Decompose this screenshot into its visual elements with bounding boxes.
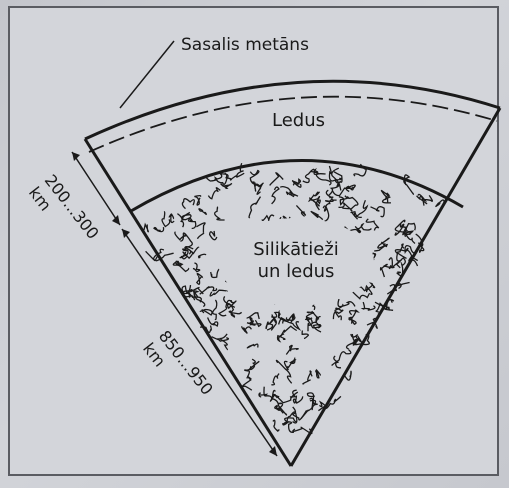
rock-squiggle bbox=[272, 187, 279, 204]
rock-squiggle bbox=[296, 205, 305, 216]
frozen-methane-label: Sasalis metāns bbox=[181, 35, 309, 55]
silicates-label-line1: Silikātieži bbox=[253, 239, 338, 260]
crust-arrow-top bbox=[72, 152, 80, 161]
rock-squiggle bbox=[366, 219, 379, 231]
rock-squiggle bbox=[215, 207, 225, 220]
rock-squiggle bbox=[378, 238, 389, 248]
rock-squiggle bbox=[302, 331, 308, 339]
rock-squiggle bbox=[286, 345, 298, 354]
rock-squiggle bbox=[270, 173, 283, 185]
rock-squiggle bbox=[404, 175, 414, 194]
rock-squiggle bbox=[397, 283, 409, 289]
rock-squiggle bbox=[293, 427, 312, 433]
rock-squiggle bbox=[197, 274, 202, 285]
silicates-label-line2: un ledus bbox=[258, 261, 335, 282]
rock-squiggle bbox=[265, 396, 287, 415]
rock-squiggle bbox=[162, 212, 170, 227]
rock-squiggle bbox=[189, 219, 196, 229]
rock-squiggle bbox=[406, 223, 416, 231]
rock-squiggle bbox=[280, 187, 298, 197]
rock-squiggle bbox=[325, 198, 336, 202]
rock-squiggle bbox=[250, 359, 259, 369]
rock-squiggle bbox=[193, 263, 199, 272]
core-arrow-bottom bbox=[269, 446, 277, 456]
rock-squiggle bbox=[221, 183, 232, 188]
rock-squiggle bbox=[273, 420, 279, 431]
core-arrow-top bbox=[122, 229, 130, 238]
rock-squiggle bbox=[363, 302, 375, 310]
rock-squiggle bbox=[293, 407, 307, 420]
rock-squiggle bbox=[271, 374, 279, 385]
rock-squiggle bbox=[311, 211, 323, 219]
rock-squiggle bbox=[247, 344, 258, 348]
rock-squiggle bbox=[269, 315, 276, 324]
methane-leader-line bbox=[120, 41, 174, 108]
rock-squiggle bbox=[194, 196, 200, 206]
rock-squiggle bbox=[281, 326, 297, 337]
rock-squiggle bbox=[173, 261, 182, 265]
rock-squiggle bbox=[154, 227, 164, 231]
rock-squiggle bbox=[290, 359, 296, 364]
rock-squiggle bbox=[250, 171, 259, 184]
rock-squiggle bbox=[303, 371, 312, 384]
rock-squiggle bbox=[182, 199, 194, 209]
rock-squiggle bbox=[144, 224, 148, 231]
rock-squiggle bbox=[312, 311, 321, 322]
rock-squiggle bbox=[208, 188, 220, 199]
rock-squiggle bbox=[200, 310, 212, 316]
rock-squiggle bbox=[338, 299, 355, 307]
ice-label: Ledus bbox=[272, 110, 325, 131]
rock-squiggle bbox=[249, 197, 260, 218]
rock-squiggle bbox=[196, 223, 205, 239]
rock-squiggle bbox=[276, 360, 291, 383]
rock-squiggle bbox=[199, 209, 207, 215]
rock-squiggle bbox=[199, 254, 206, 257]
rock-squiggle bbox=[247, 313, 260, 319]
rock-squiggle bbox=[213, 300, 217, 320]
rock-squiggle bbox=[316, 370, 321, 378]
crust-arrow-bottom bbox=[112, 215, 120, 225]
rock-squiggle bbox=[397, 263, 402, 276]
rock-squiggle bbox=[371, 207, 385, 217]
rock-squiggle bbox=[383, 196, 391, 203]
rock-squiggle bbox=[210, 231, 217, 240]
rock-squiggle bbox=[354, 200, 367, 216]
rock-squiggle bbox=[242, 326, 252, 333]
rock-squiggle bbox=[277, 334, 284, 341]
